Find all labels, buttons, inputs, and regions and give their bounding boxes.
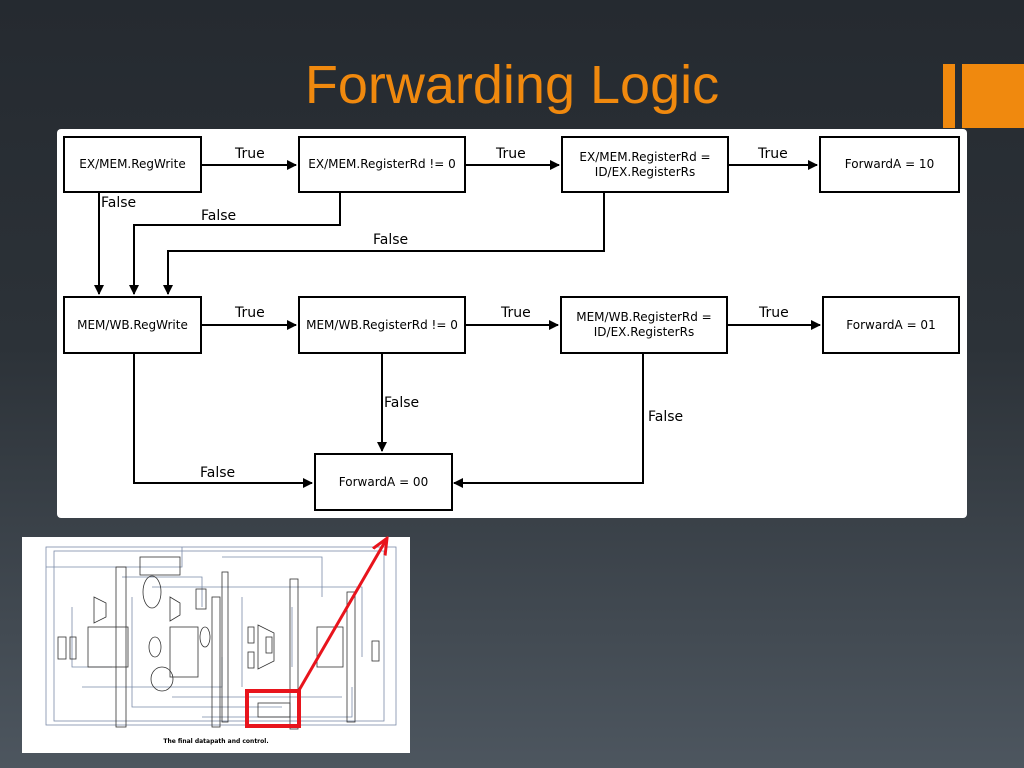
edge-label-false: False [101,195,137,211]
edge-label-true: True [235,146,265,162]
accent-bar-thick [962,64,1024,128]
node-ex-mem-regwrite: EX/MEM.RegWrite [63,136,202,193]
node-forward-a-01: ForwardA = 01 [822,296,960,354]
slide-title: Forwarding Logic [304,55,720,115]
edge-label-false: False [201,208,237,224]
forwarding-flowchart: EX/MEM.RegWrite EX/MEM.RegisterRd != 0 E… [57,129,967,518]
edge-label-true: True [501,305,531,321]
edge-label-true: True [758,146,788,162]
datapath-schematic [45,546,397,730]
edge-false-2 [129,193,341,295]
edge-false-6 [453,354,644,488]
node-forward-a-10: ForwardA = 10 [819,136,960,193]
edge-label-false: False [373,232,409,248]
node-mem-wb-regwrite: MEM/WB.RegWrite [63,296,202,354]
edge-label-true: True [496,146,526,162]
node-mem-wb-rd-eq-rs: MEM/WB.RegisterRd = ID/EX.RegisterRs [560,296,728,354]
edge-label-false: False [384,395,420,411]
node-forward-a-00: ForwardA = 00 [314,453,453,511]
node-ex-mem-rd-eq-rs: EX/MEM.RegisterRd = ID/EX.RegisterRs [561,136,729,193]
flowchart-edges [94,160,821,488]
edge-label-false: False [200,465,236,481]
edge-label-true: True [759,305,789,321]
accent-bar-thin [943,64,955,128]
edge-label-true: True [235,305,265,321]
node-ex-mem-rd-nonzero: EX/MEM.RegisterRd != 0 [298,136,466,193]
thumbnail-caption: The final datapath and control. [163,738,269,745]
edge-false-4 [133,354,313,488]
edge-label-false: False [648,409,684,425]
edge-false-3 [163,193,605,295]
node-mem-wb-rd-nonzero: MEM/WB.RegisterRd != 0 [298,296,466,354]
datapath-thumbnail: The final datapath and control. [22,537,410,753]
